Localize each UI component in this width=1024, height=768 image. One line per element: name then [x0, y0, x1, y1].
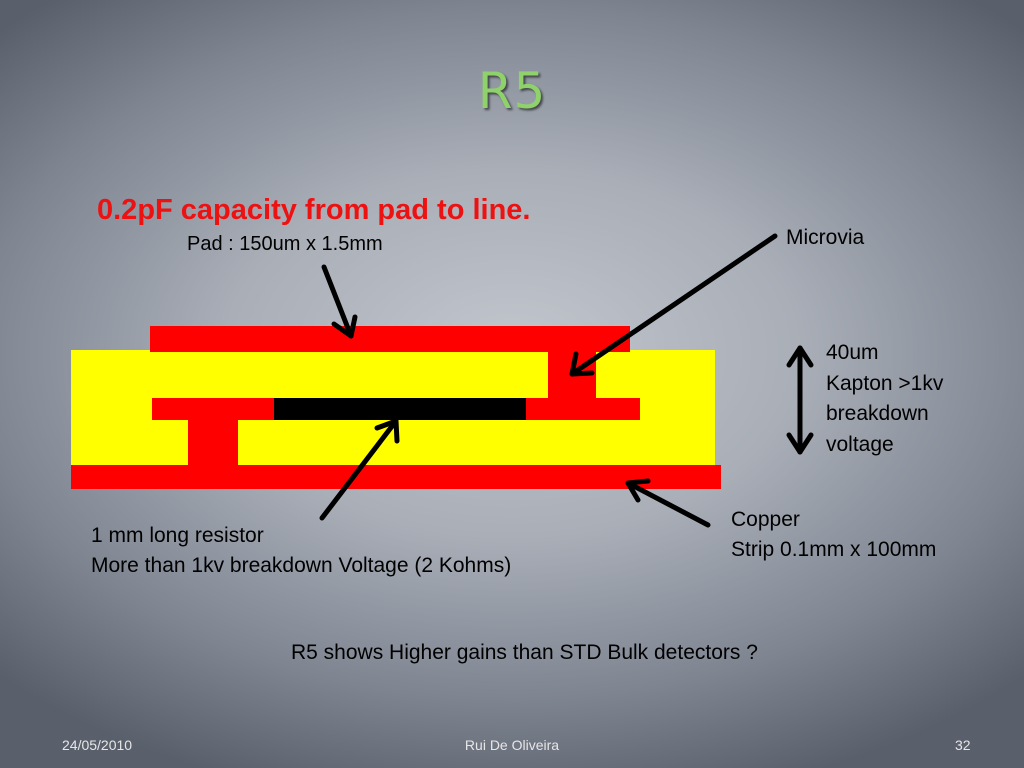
footer-author: Rui De Oliveira [464, 737, 560, 753]
resistor-arrow [319, 418, 400, 521]
resistor-label: 1 mm long resistor More than 1kv breakdo… [91, 521, 511, 581]
top-pad [150, 326, 630, 352]
kapton-label-line-3: breakdown [826, 402, 929, 425]
capacity-headline: 0.2pF capacity from pad to line. [97, 194, 531, 226]
copper-label-line-2: Strip 0.1mm x 100mm [731, 538, 937, 561]
kapton-label: 40um Kapton >1kv breakdown voltage [826, 338, 943, 460]
footer-date: 24/05/2010 [62, 737, 133, 753]
middle-line-right [522, 398, 640, 420]
middle-line-left [152, 398, 278, 420]
conclusion-text: R5 shows Higher gains than STD Bulk dete… [291, 641, 758, 664]
bottom-via [188, 418, 238, 470]
kapton-label-line-1: 40um [826, 341, 879, 364]
microvia-arrow [569, 233, 778, 377]
footer-page-number: 32 [955, 737, 971, 753]
pad-label: Pad : 150um x 1.5mm [187, 233, 383, 255]
copper-label-line-1: Copper [731, 508, 800, 531]
microvia-label: Microvia [786, 226, 865, 249]
copper-strip [71, 465, 721, 489]
resistor [274, 398, 526, 420]
kapton-label-line-2: Kapton >1kv [826, 371, 944, 395]
kapton-label-line-4: voltage [826, 432, 894, 456]
resistor-label-line-1: 1 mm long resistor [91, 524, 264, 547]
slide-title: R5 [477, 62, 547, 120]
thickness-double-arrow [786, 345, 814, 455]
pad-arrow [321, 264, 358, 339]
resistor-label-line-2: More than 1kv breakdown Voltage (2 Kohms… [91, 554, 512, 577]
copper-strip-label: Copper Strip 0.1mm x 100mm [731, 505, 936, 565]
copper-arrow [625, 478, 711, 528]
